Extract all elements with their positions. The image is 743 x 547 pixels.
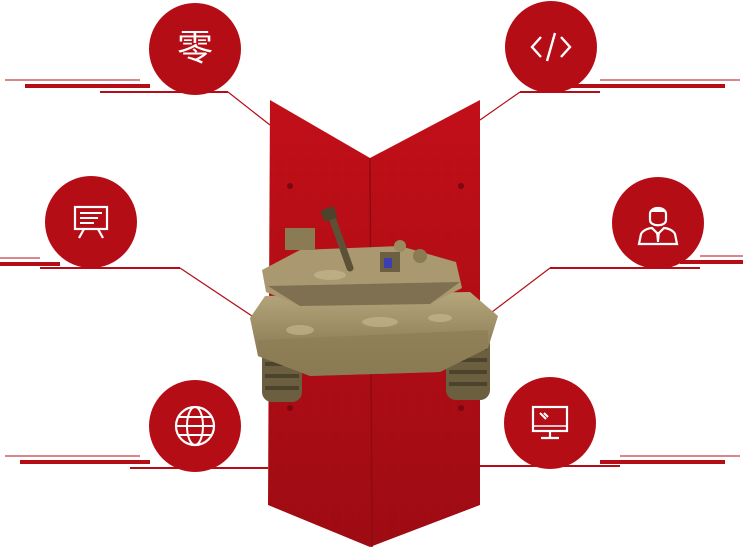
ling-character-icon: 零: [176, 28, 213, 69]
presentation-board-icon: [73, 205, 109, 239]
monitor-icon: [531, 405, 569, 440]
node-top-right[interactable]: [505, 1, 597, 93]
connector-bottom-right: [478, 455, 740, 467]
node-top-left[interactable]: 零: [149, 3, 241, 95]
person-icon: [637, 206, 679, 246]
connector-bottom-left: [5, 455, 268, 469]
connector-top-left: [5, 79, 271, 126]
node-bottom-left[interactable]: [149, 380, 241, 472]
connector-top-right: [479, 79, 740, 121]
tank-image: [250, 206, 498, 402]
node-mid-right[interactable]: [612, 177, 704, 269]
connector-mid-left: [0, 257, 256, 319]
globe-icon: [174, 405, 216, 447]
node-mid-left[interactable]: [45, 176, 137, 268]
node-bottom-right[interactable]: [504, 377, 596, 469]
code-tag-icon: [530, 32, 572, 62]
connector-mid-right: [491, 255, 743, 313]
